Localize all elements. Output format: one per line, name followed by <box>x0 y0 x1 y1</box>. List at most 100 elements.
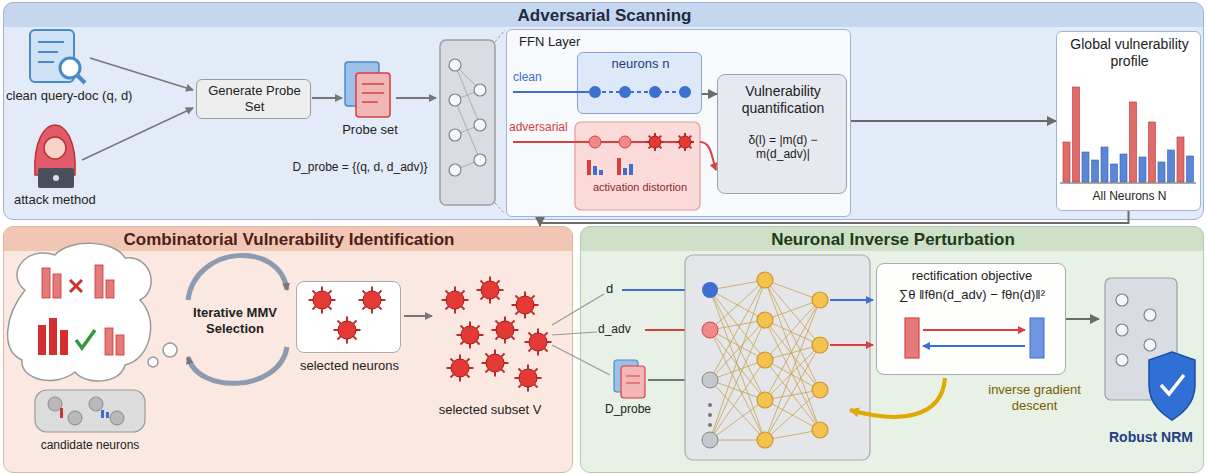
candidate-cloud <box>106 280 114 298</box>
ranking-network <box>765 280 820 430</box>
profile-bars <box>1187 156 1194 182</box>
network-icon <box>440 40 495 205</box>
virus-icons <box>537 351 539 356</box>
robust-model-icon <box>1144 309 1156 321</box>
virus-icons <box>459 377 461 382</box>
document-icon <box>38 51 58 53</box>
candidate-cloud <box>163 343 177 357</box>
candidate-cloud <box>68 411 82 425</box>
step-label: inverse gradient descent <box>972 382 1097 413</box>
ranking-network <box>830 344 873 346</box>
virus-icons <box>466 358 469 361</box>
virus-icons <box>346 339 348 344</box>
candidate-cloud <box>105 328 113 355</box>
virus-icons <box>524 292 526 297</box>
ranking-network <box>702 372 718 388</box>
objective-bars <box>905 318 919 358</box>
gradient-arrow <box>850 378 945 417</box>
virus-icons <box>442 299 447 301</box>
virus-icons <box>481 281 499 299</box>
ranking-network <box>812 337 828 353</box>
quantification-box: Vulnerability quantificationδ(l) = |m(d)… <box>717 74 847 194</box>
ranking-network <box>765 320 820 430</box>
neuron-box: neurons n <box>577 52 702 114</box>
iteration-arrows <box>188 255 287 300</box>
virus-icons <box>511 336 514 339</box>
icon-label: selected subset V <box>420 402 560 418</box>
profile-bars <box>1060 183 1196 184</box>
virus-icons <box>494 372 496 377</box>
profile-bars <box>1092 160 1099 182</box>
box-title: rectification objective <box>877 268 1067 284</box>
adversarial-path <box>589 136 601 148</box>
candidate-cloud <box>60 330 68 355</box>
virus-icons <box>363 291 381 309</box>
connector-arrow <box>702 93 717 95</box>
ranking-network <box>765 280 820 390</box>
virus-icons <box>504 362 509 364</box>
virus-icons <box>496 321 514 339</box>
candidate-cloud <box>35 390 145 432</box>
virus-icons <box>537 377 542 379</box>
ranking-network <box>765 300 820 360</box>
ranking-network <box>765 390 820 440</box>
robust-model-icon <box>1105 278 1195 420</box>
ranking-network <box>708 423 712 427</box>
virus-icons <box>476 325 479 328</box>
candidate-cloud <box>70 280 82 292</box>
box-title: Global vulnerability profile <box>1059 36 1200 70</box>
robust-model-icon <box>1116 354 1128 366</box>
candidate-cloud <box>106 412 109 418</box>
network-icon <box>449 59 461 71</box>
step-label: Iterative MMV Selection <box>180 305 290 336</box>
virus-icons <box>527 365 529 370</box>
profile-bars <box>1130 102 1137 182</box>
virus-icons <box>649 136 661 148</box>
candidate-cloud <box>42 268 50 298</box>
network-icon <box>495 203 505 214</box>
network-icon <box>449 94 461 106</box>
robust-model-icon <box>1116 294 1128 306</box>
ranking-network <box>757 432 773 448</box>
virus-icons <box>494 350 496 355</box>
virus-icons <box>501 353 504 356</box>
virus-icons <box>334 329 339 331</box>
profile-bars <box>1082 152 1089 182</box>
box-label: selected neurons <box>282 358 417 374</box>
ranking-network <box>757 272 828 448</box>
input-arrow <box>396 97 436 99</box>
selected-neuron-box: selected neurons <box>296 281 401 353</box>
virus-icons <box>518 384 521 387</box>
virus-icons <box>531 295 534 298</box>
ranking-network <box>757 352 773 368</box>
set-formula: D_probe = {(q, d, d_adv)} <box>285 160 435 174</box>
box-title: Vulnerability quantification <box>722 83 844 117</box>
virus-icons <box>464 299 469 301</box>
virus-icons <box>356 329 361 331</box>
ranking-network <box>710 380 765 440</box>
virus-icons <box>499 289 504 291</box>
profile-bars <box>1158 162 1165 182</box>
connector-arrow <box>1066 318 1099 320</box>
document-icon <box>77 75 85 83</box>
virus-icons <box>516 296 534 314</box>
ranking-network <box>702 432 718 448</box>
virus-icons <box>461 290 464 293</box>
virus-icons <box>492 329 497 331</box>
input-arrow <box>82 108 193 160</box>
clean-path <box>679 86 691 98</box>
virus-icons <box>353 336 356 339</box>
probe-set-icon <box>356 73 390 117</box>
box-label: neurons n <box>578 56 703 72</box>
ranking-network <box>757 272 773 288</box>
clean-path <box>513 91 589 93</box>
probe-set-icon <box>362 101 378 103</box>
icon-label: activation distortion <box>580 181 700 194</box>
robust-model-icon <box>1149 352 1195 420</box>
input-label: d <box>606 281 622 297</box>
network-icon <box>495 30 505 42</box>
virus-icons <box>461 326 479 344</box>
adversarial-path <box>700 142 716 170</box>
network-icon <box>474 119 486 131</box>
